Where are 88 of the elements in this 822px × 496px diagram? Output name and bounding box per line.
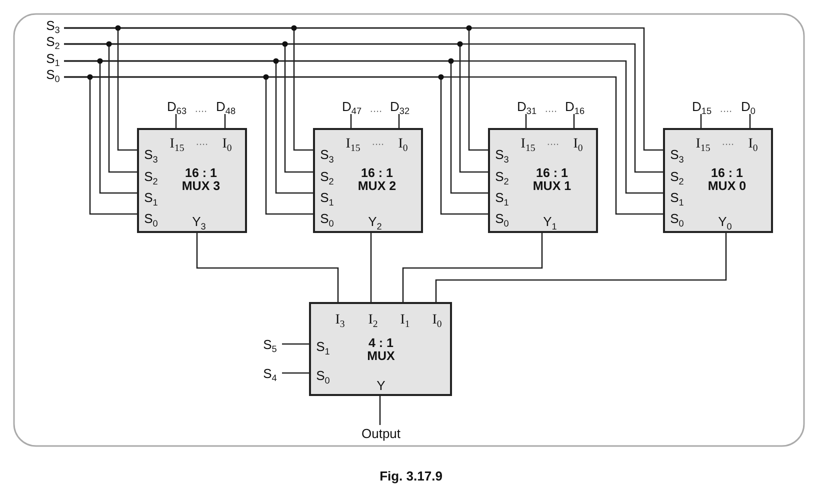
wire bbox=[196, 233, 339, 302]
figure-caption: Fig. 3.17.9 bbox=[380, 468, 442, 484]
wire bbox=[370, 233, 372, 302]
pin-label: I$_{15}$ bbox=[696, 138, 710, 152]
signal-label: S$_{4}$ bbox=[258, 365, 282, 382]
mux-title: 16 : 1 MUX 1 bbox=[532, 166, 572, 194]
pin-label: S$_{0}$ bbox=[670, 212, 684, 226]
ellipsis-label: .... bbox=[722, 137, 734, 149]
pin-label: S$_{1}$ bbox=[670, 191, 684, 205]
pin-label: Y bbox=[376, 379, 386, 393]
wire bbox=[282, 372, 309, 374]
ellipsis-label: .... bbox=[194, 103, 208, 115]
pin-label: I$_{0}$ bbox=[432, 314, 442, 328]
wire bbox=[398, 114, 400, 128]
pin-label: S$_{1}$ bbox=[495, 191, 509, 205]
pin-label: I$_{0}$ bbox=[573, 138, 583, 152]
pin-label: S$_{3}$ bbox=[320, 148, 334, 162]
pin-label: S$_{3}$ bbox=[670, 148, 684, 162]
signal-label: Output bbox=[356, 425, 406, 441]
pin-label: S$_{0}$ bbox=[144, 212, 158, 226]
mux-block bbox=[313, 128, 423, 233]
pin-label: Y$_{1}$ bbox=[543, 215, 557, 229]
wire bbox=[573, 114, 575, 128]
pin-label: I$_{2}$ bbox=[368, 314, 378, 328]
pin-label: Y$_{2}$ bbox=[368, 215, 382, 229]
wire bbox=[64, 76, 663, 215]
wire bbox=[350, 114, 352, 128]
wire bbox=[224, 114, 226, 128]
pin-label: I$_{3}$ bbox=[335, 314, 345, 328]
mux-title: 4 : 1 MUX bbox=[366, 336, 396, 364]
ellipsis-label: .... bbox=[372, 137, 384, 149]
pin-label: Y$_{0}$ bbox=[718, 215, 732, 229]
input-label: D$_{31}$ bbox=[517, 98, 545, 114]
pin-label: S$_{2}$ bbox=[495, 170, 509, 184]
pin-label: I$_{15}$ bbox=[346, 138, 360, 152]
input-label: D$_{47}$ bbox=[342, 98, 370, 114]
signal-label: S$_{3}$ bbox=[42, 16, 64, 34]
mux-title: 16 : 1 MUX 0 bbox=[706, 166, 748, 194]
mux-block bbox=[309, 302, 452, 396]
input-label: D$_{63}$ bbox=[167, 98, 195, 114]
wire bbox=[379, 396, 381, 425]
wire bbox=[64, 43, 663, 173]
pin-label: I$_{15}$ bbox=[170, 138, 184, 152]
pin-label: S$_{1}$ bbox=[320, 191, 334, 205]
input-label: D$_{32}$ bbox=[390, 98, 418, 114]
signal-label: S$_{2}$ bbox=[42, 32, 64, 50]
pin-label: I$_{1}$ bbox=[400, 314, 410, 328]
ellipsis-label: .... bbox=[370, 103, 382, 115]
mux-block bbox=[137, 128, 247, 233]
ellipsis-label: .... bbox=[196, 137, 208, 149]
pin-label: S$_{2}$ bbox=[670, 170, 684, 184]
wire bbox=[175, 114, 177, 128]
wire bbox=[282, 343, 309, 345]
ellipsis-label: .... bbox=[544, 103, 558, 115]
wire bbox=[749, 114, 751, 128]
pin-label: S$_{1}$ bbox=[316, 340, 330, 354]
wire bbox=[402, 233, 543, 302]
pin-label: S$_{0}$ bbox=[495, 212, 509, 226]
pin-label: S$_{2}$ bbox=[320, 170, 334, 184]
input-label: D$_{15}$ bbox=[692, 98, 720, 114]
mux-title: 16 : 1 MUX 2 bbox=[356, 166, 398, 194]
signal-label: S$_{0}$ bbox=[42, 65, 64, 83]
wire bbox=[700, 114, 702, 128]
mux-block bbox=[488, 128, 598, 233]
pin-label: S$_{1}$ bbox=[144, 191, 158, 205]
wire bbox=[435, 233, 727, 302]
input-label: D$_{48}$ bbox=[216, 98, 244, 114]
pin-label: S$_{3}$ bbox=[495, 148, 509, 162]
ellipsis-label: .... bbox=[720, 103, 732, 115]
pin-label: I$_{15}$ bbox=[520, 138, 536, 152]
pin-label: I$_{0}$ bbox=[222, 138, 232, 152]
mux-title: 16 : 1 MUX 3 bbox=[180, 166, 222, 194]
input-label: D$_{16}$ bbox=[565, 98, 593, 114]
pin-label: I$_{0}$ bbox=[398, 138, 408, 152]
pin-label: S$_{2}$ bbox=[144, 170, 158, 184]
pin-label: S$_{3}$ bbox=[144, 148, 158, 162]
pin-label: S$_{0}$ bbox=[320, 212, 334, 226]
pin-label: Y$_{3}$ bbox=[192, 215, 206, 229]
ellipsis-label: .... bbox=[546, 137, 560, 149]
signal-label: S$_{1}$ bbox=[42, 49, 64, 67]
pin-label: I$_{0}$ bbox=[748, 138, 758, 152]
input-label: D$_{0}$ bbox=[741, 98, 769, 114]
wire bbox=[64, 27, 663, 151]
mux-block bbox=[663, 128, 773, 233]
wire bbox=[525, 114, 527, 128]
signal-label: S$_{5}$ bbox=[258, 336, 282, 353]
wire bbox=[64, 60, 663, 194]
pin-label: S$_{0}$ bbox=[316, 369, 330, 383]
